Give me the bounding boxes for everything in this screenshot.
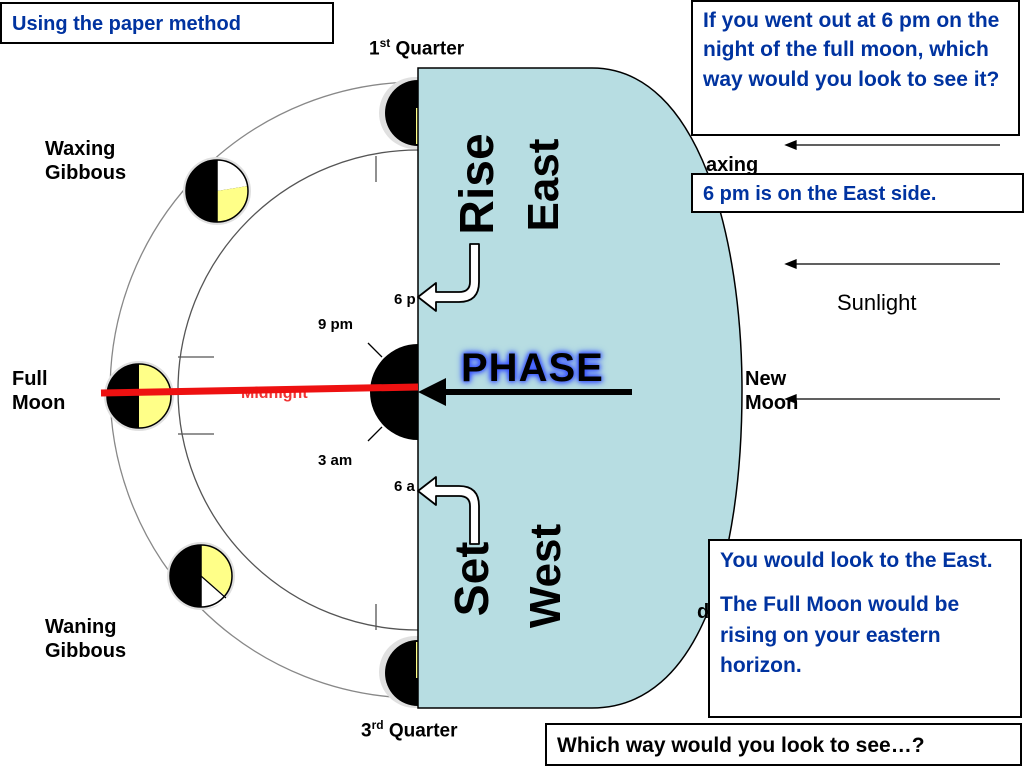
answer-box-east-side: 6 pm is on the East side.: [691, 173, 1024, 213]
waxing-gibbous-label: Waxing Gibbous: [45, 138, 127, 184]
east-label: East: [519, 138, 568, 232]
new-moon-label: New Moon: [745, 368, 799, 414]
sunlight-label: Sunlight: [837, 290, 917, 315]
title-box: Using the paper method: [0, 2, 334, 44]
red-sightline: [100, 383, 419, 397]
waning-gibbous-label: Waning Gibbous: [45, 616, 127, 662]
nine-pm-label: 9 pm: [318, 316, 354, 333]
six-am-label: 6 a: [394, 478, 415, 495]
full-moon-disc: [104, 361, 174, 431]
question-box: If you went out at 6 pm on the night of …: [691, 0, 1020, 136]
waning-crescent-partial-label: d: [697, 601, 710, 623]
answer-line-2: The Full Moon would be rising on your ea…: [720, 593, 960, 678]
first-quarter-label: 1st Quarter: [369, 36, 465, 60]
rise-label: Rise: [451, 133, 504, 235]
three-am-label: 3 am: [318, 452, 353, 469]
west-label: West: [521, 523, 570, 629]
sunlight-arrows: [784, 140, 1000, 404]
six-pm-label: 6 p: [394, 291, 416, 308]
rise-curved-arrow: [417, 243, 480, 312]
set-curved-arrow: [417, 476, 480, 545]
set-label: Set: [446, 541, 499, 617]
full-moon-label: Full Moon: [12, 368, 66, 414]
waning-gibbous-moon: [167, 542, 235, 610]
paper-cutout: [417, 67, 743, 709]
answer-box-look-east: You would look to the East. The Full Moo…: [708, 539, 1022, 718]
waxing-crescent-partial-label: axing: [706, 154, 759, 176]
bottom-question-box: Which way would you look to see…?: [545, 723, 1022, 766]
midnight-label: Midnight: [241, 385, 308, 402]
phase-pointer-arrow: [418, 378, 632, 406]
phase-label: PHASE: [461, 346, 604, 390]
earth-disc: [367, 342, 418, 442]
waxing-gibbous-moon: [183, 157, 251, 225]
third-quarter-label: 3rd Quarter: [361, 718, 458, 742]
answer-line-1: You would look to the East.: [720, 549, 993, 572]
